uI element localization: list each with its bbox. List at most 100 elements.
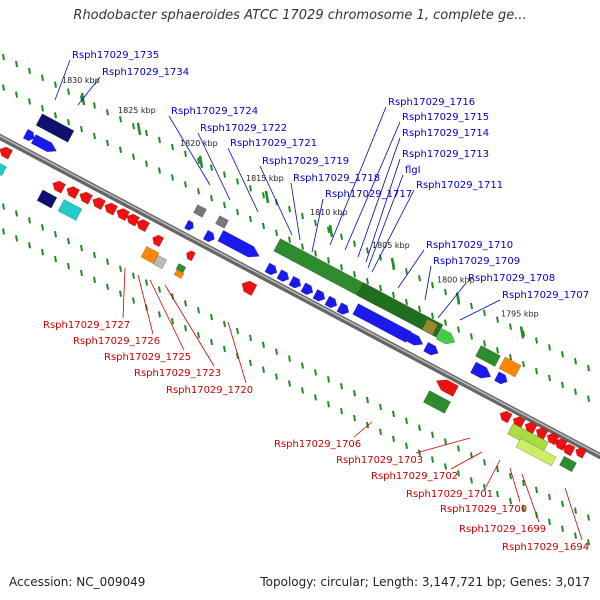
gene-box (152, 254, 168, 270)
tick-mark (106, 283, 109, 290)
tick-mark (184, 325, 187, 332)
tick-mark (483, 484, 486, 491)
tick-mark (67, 88, 70, 95)
gene-label-reverse: Rsph17029_1727 (43, 320, 130, 331)
tick-mark (41, 74, 44, 81)
tick-mark (509, 497, 512, 505)
leader-line (54, 59, 71, 101)
tick-mark (67, 262, 70, 270)
leader-line (353, 421, 373, 438)
gene-arrow (136, 219, 151, 233)
gene-label-forward: Rsph17029_1716 (388, 97, 475, 108)
gene-arrow (202, 229, 215, 243)
tick-mark (561, 525, 564, 532)
leader-line (367, 174, 404, 269)
gene-arrow (499, 410, 513, 424)
leader-line (344, 121, 401, 251)
gene-arrow (79, 191, 94, 205)
tick-mark (561, 500, 564, 507)
gene-arrow (312, 288, 326, 302)
tick-mark (457, 445, 460, 452)
backbone-highlight (0, 135, 600, 456)
tick-mark (262, 222, 265, 230)
leader-line (77, 76, 101, 106)
leader-line (564, 487, 583, 541)
gene-arrow (300, 282, 314, 296)
tick-mark (496, 316, 499, 323)
tick-mark (119, 265, 122, 272)
tick-mark (587, 364, 590, 372)
gene-label-reverse: Rsph17029_1699 (459, 524, 546, 535)
tick-mark (262, 366, 265, 373)
gene-arrow (562, 443, 576, 457)
tick-mark (262, 341, 265, 348)
tick-mark (340, 264, 343, 271)
tick-mark (314, 369, 317, 376)
tick-mark (587, 514, 590, 521)
gene-label-reverse: Rsph17029_1706 (274, 439, 361, 450)
tick-mark (483, 340, 486, 347)
gene-box (36, 189, 58, 209)
tick-mark (353, 414, 356, 422)
gene-arrow (524, 421, 538, 435)
tick-mark (444, 463, 447, 470)
gene-box (173, 269, 185, 279)
gene-arrow (324, 295, 338, 309)
tick-mark (158, 167, 161, 174)
leader-line (164, 284, 215, 367)
tick-mark (366, 278, 369, 285)
kbp-label: 1820 kbp (180, 139, 218, 148)
tick-mark (236, 178, 239, 185)
leader-line (357, 137, 401, 258)
tick-mark (80, 269, 83, 277)
tick-mark (366, 396, 369, 404)
gene-arrow (493, 371, 508, 385)
tick-mark (587, 539, 590, 546)
tick-mark (353, 271, 356, 278)
gene-arrow (435, 328, 456, 345)
tick-mark (548, 493, 551, 501)
gene-label-reverse: Rsph17029_1701 (406, 489, 493, 500)
tick-mark (93, 102, 96, 109)
tick-mark (197, 188, 200, 195)
leader-line (450, 451, 483, 470)
tick-mark (496, 490, 499, 498)
gene-label-forward: Rsph17029_1724 (171, 106, 258, 117)
tick-mark (171, 318, 174, 325)
kbp-label: 1800 kbp (437, 275, 475, 284)
leader-line (149, 279, 185, 351)
gene-label-forward: flgI (405, 165, 421, 176)
tick-mark (132, 153, 135, 160)
tick-mark (145, 129, 148, 137)
tick-mark (496, 347, 499, 354)
tick-mark (93, 132, 96, 140)
major-tick (136, 122, 142, 136)
gene-label-forward: Rsph17029_1709 (433, 256, 520, 267)
tick-mark (15, 235, 18, 242)
tick-mark (54, 231, 57, 238)
gene-arrow (152, 234, 165, 248)
tick-mark (587, 395, 590, 402)
tick-mark (431, 431, 434, 438)
gene-label-forward: Rsph17029_1711 (416, 180, 503, 191)
tick-mark (184, 150, 187, 157)
gene-box (422, 390, 452, 414)
gene-label-reverse: Rsph17029_1726 (73, 336, 160, 347)
tick-mark (314, 250, 317, 257)
tick-mark (353, 390, 356, 397)
tick-mark (457, 470, 460, 477)
gene-arrow (435, 379, 459, 397)
tick-mark (535, 367, 538, 375)
tick-mark (171, 174, 174, 181)
gene-box (140, 245, 160, 265)
gene-box (57, 199, 83, 221)
gene-arrow (66, 186, 81, 200)
tick-mark (392, 291, 395, 299)
tick-mark (327, 226, 330, 234)
tick-mark (522, 360, 525, 368)
tick-mark (2, 53, 5, 61)
tick-mark (67, 237, 70, 245)
tick-mark (132, 297, 135, 304)
backbone-track (0, 133, 600, 460)
gene-arrow (554, 438, 568, 451)
